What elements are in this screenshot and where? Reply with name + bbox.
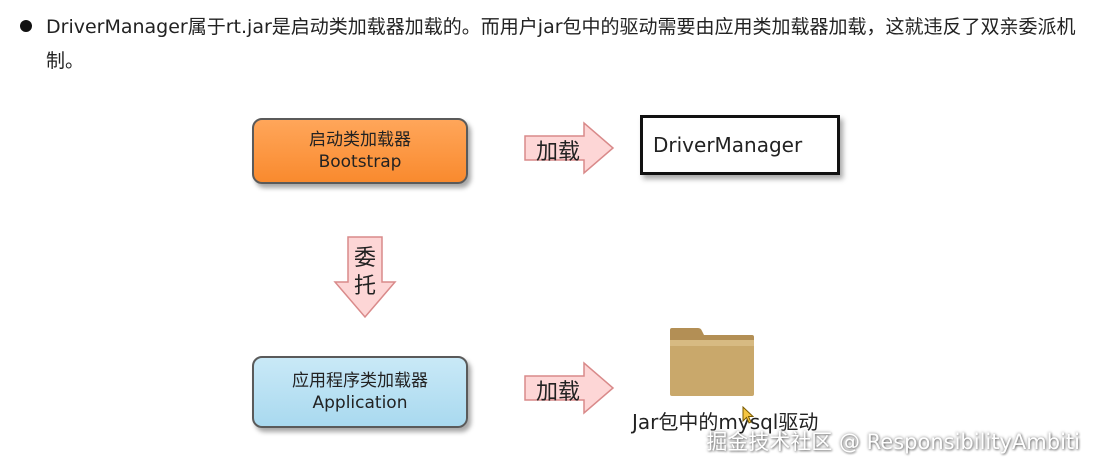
bullet-dot: [20, 20, 32, 32]
folder-icon: [670, 328, 754, 396]
application-box-line1: 应用程序类加载器: [292, 371, 428, 391]
application-classloader-box: 应用程序类加载器 Application: [252, 356, 468, 428]
delegate-arrow-label-2: 托: [354, 274, 377, 299]
load-arrow-bottom-label: 加载: [536, 380, 581, 405]
bullet-paragraph: DriverManager属于rt.jar是启动类加载器加载的。而用户jar包中…: [20, 10, 1086, 78]
watermark-text: 掘金技术社区 @ ResponsibilityAmbiti: [706, 430, 1080, 454]
application-box-line2: Application: [312, 393, 408, 413]
bullet-text: DriverManager属于rt.jar是启动类加载器加载的。而用户jar包中…: [46, 16, 1076, 72]
bootstrap-classloader-box: 启动类加载器 Bootstrap: [252, 118, 468, 184]
driver-manager-box: DriverManager: [640, 115, 840, 175]
mouse-cursor-icon: [742, 406, 754, 424]
delegate-arrow-label-1: 委: [354, 246, 377, 271]
load-arrow-bottom: [524, 361, 615, 415]
driver-manager-label: DriverManager: [653, 133, 803, 157]
load-arrow-top: [524, 121, 615, 175]
load-arrow-top-label: 加载: [536, 140, 581, 165]
folder-caption: Jar包中的mysql驱动: [632, 410, 819, 434]
bootstrap-box-line2: Bootstrap: [318, 152, 402, 172]
bootstrap-box-line1: 启动类加载器: [309, 130, 411, 150]
delegate-arrow-down: [333, 236, 397, 319]
